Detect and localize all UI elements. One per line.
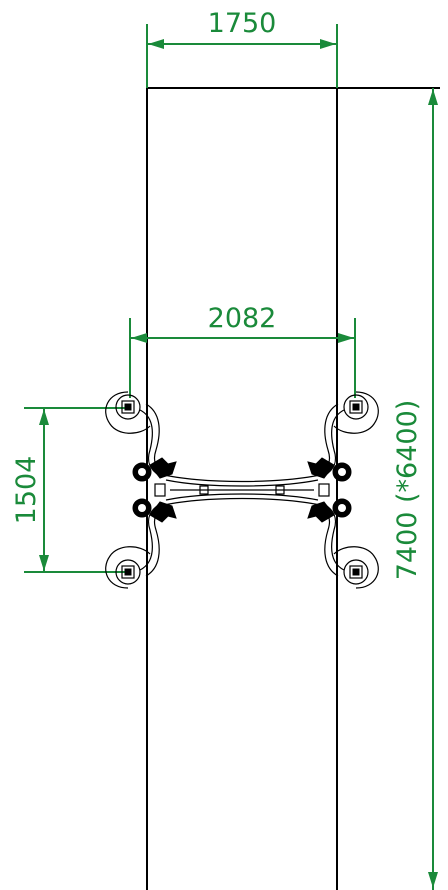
frame-legs	[139, 403, 345, 577]
dimension-equipment-depth: 1504	[11, 407, 128, 573]
arrowhead-top	[39, 409, 49, 425]
scroll-foot-top-right	[333, 391, 379, 434]
left-hub	[132, 457, 177, 523]
equipment-width-label: 2082	[208, 303, 277, 334]
arrowhead-top	[428, 89, 438, 105]
arrowhead-left	[148, 39, 164, 49]
arrowhead-bottom	[428, 872, 438, 888]
dimension-equipment-width: 2082	[129, 303, 356, 398]
area-length-label: 7400 (*6400)	[392, 400, 423, 581]
area-outline	[146, 87, 440, 890]
equipment-plan	[105, 391, 379, 589]
path-width-label: 1750	[208, 8, 277, 39]
equipment-depth-label: 1504	[11, 456, 42, 525]
scroll-foot-bottom-right	[333, 546, 379, 589]
arrowhead-left	[131, 333, 147, 343]
dimension-path-width: 1750	[146, 8, 338, 88]
right-hub	[307, 457, 352, 523]
arrowhead-right	[320, 39, 336, 49]
scroll-foot-bottom-left	[105, 546, 151, 589]
scroll-foot-top-left	[105, 391, 151, 434]
arrowhead-right	[338, 333, 354, 343]
arrowhead-bottom	[39, 555, 49, 571]
center-crossbar	[159, 473, 325, 507]
dimension-area-length: 7400 (*6400)	[392, 88, 438, 890]
